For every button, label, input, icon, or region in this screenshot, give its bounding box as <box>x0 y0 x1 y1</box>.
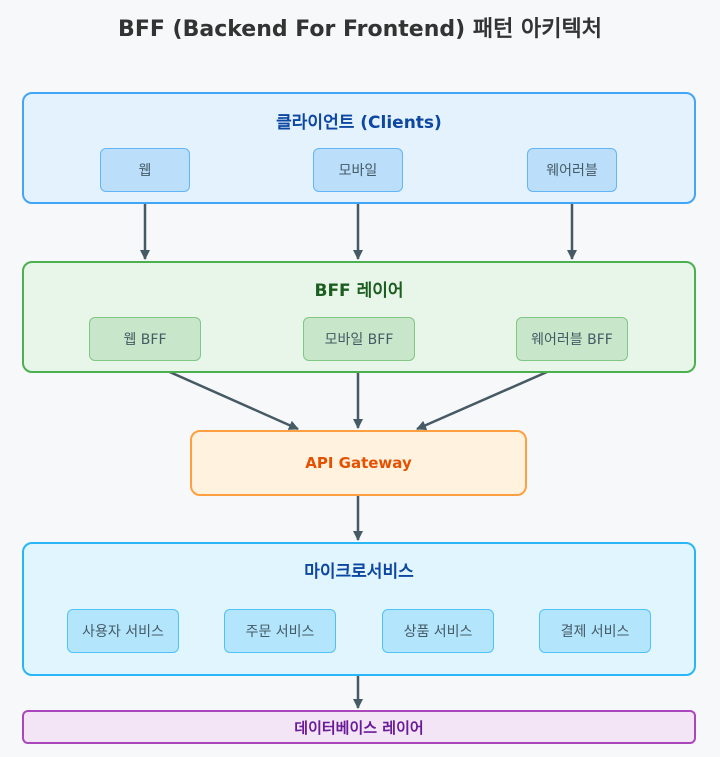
bff-title: BFF 레이어 <box>314 281 404 301</box>
bff-mobile: 모바일 BFF <box>303 317 415 361</box>
microservices-title: 마이크로서비스 <box>304 562 414 582</box>
client-wearable: 웨어러블 <box>527 148 617 192</box>
service-user: 사용자 서비스 <box>67 609 179 653</box>
service-product: 상품 서비스 <box>382 609 494 653</box>
bff-wearable: 웨어러블 BFF <box>516 317 628 361</box>
api-gateway: API Gateway <box>190 430 527 496</box>
clients-title: 클라이언트 (Clients) <box>276 113 442 133</box>
service-order: 주문 서비스 <box>224 609 336 653</box>
bff-web: 웹 BFF <box>89 317 201 361</box>
diagram-title: BFF (Backend For Frontend) 패턴 아키텍처 <box>118 17 602 42</box>
service-payment: 결제 서비스 <box>539 609 651 653</box>
client-mobile: 모바일 <box>313 148 403 192</box>
client-web: 웹 <box>100 148 190 192</box>
api-gateway-label: API Gateway <box>305 454 412 472</box>
database-label: 데이터베이스 레이어 <box>294 718 424 737</box>
database-layer: 데이터베이스 레이어 <box>22 710 696 744</box>
